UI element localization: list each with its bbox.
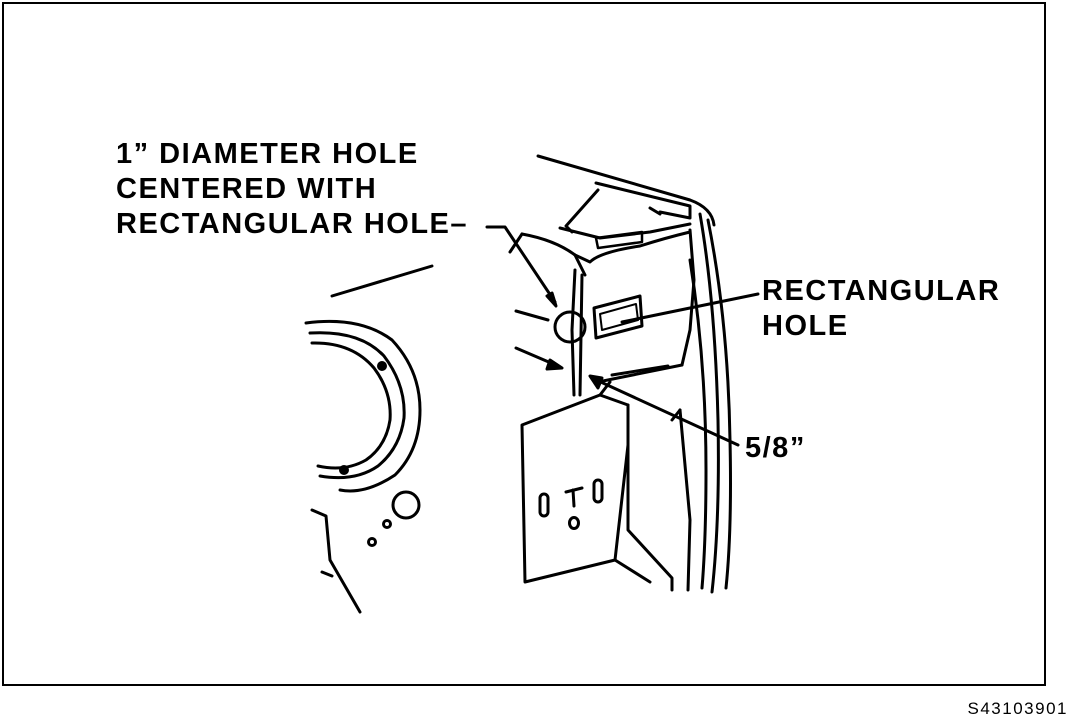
diagram-frame: [2, 2, 1046, 686]
pillar-outer-edges: [688, 212, 732, 594]
pillar-top: [536, 154, 716, 234]
lower-bracket: [520, 380, 692, 592]
dimension-label: 5/8”: [745, 432, 806, 464]
lower-body: [310, 490, 421, 614]
bracket-slots: [538, 478, 604, 530]
dimension-arrows: [514, 309, 740, 447]
diameter-hole-label-line3: RECTANGULAR HOLE–: [116, 208, 469, 240]
rectangular-hole-label-line1: RECTANGULAR: [762, 275, 1001, 307]
diameter-hole-leader: [485, 225, 558, 308]
rectangular-hole-leader: [620, 292, 760, 324]
figure-id: S43103901: [967, 699, 1068, 718]
diameter-hole-label-line2: CENTERED WITH: [116, 173, 378, 205]
rectangular-hole-label-line2: HOLE: [762, 310, 849, 342]
round-flange: [304, 264, 434, 493]
vertical-panel: [570, 228, 696, 397]
diameter-hole-circle: [553, 310, 587, 344]
upper-bracket: [508, 222, 692, 277]
diameter-hole-label-line1: 1” DIAMETER HOLE: [116, 138, 419, 170]
rectangular-hole: [592, 294, 644, 340]
